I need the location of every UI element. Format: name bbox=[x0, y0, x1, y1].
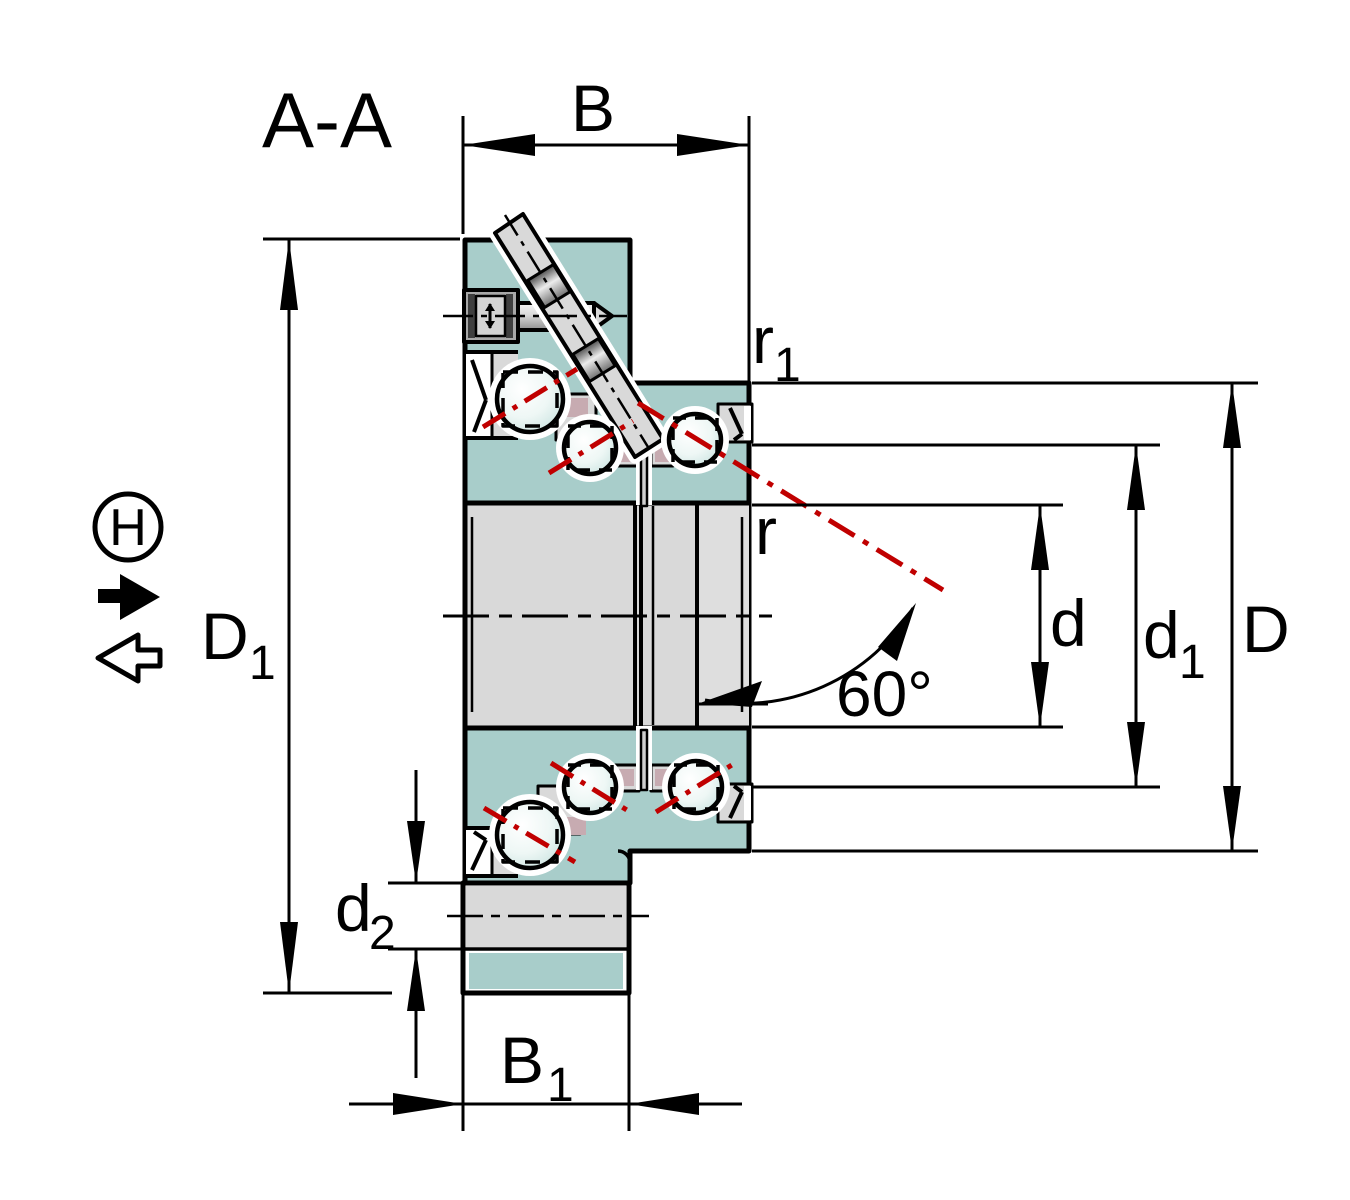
flange-hole-section bbox=[447, 880, 649, 996]
load-direction-symbol: H bbox=[92, 491, 164, 684]
outer-ring-bottom-section bbox=[462, 725, 754, 886]
h-symbol-label: H bbox=[109, 499, 147, 557]
dim-d-label: d bbox=[1050, 586, 1087, 660]
balls-bottom-row bbox=[489, 753, 730, 876]
contact-angle-label: 60° bbox=[836, 658, 933, 730]
arrow-right-solid-icon bbox=[98, 574, 160, 620]
dim-d1: d 1 bbox=[752, 443, 1206, 789]
dimensions: B D 1 d d 1 bbox=[201, 71, 1290, 1131]
lubrication-duct bbox=[488, 207, 670, 464]
dim-r-label: r bbox=[755, 494, 777, 568]
dim-D1-sub: 1 bbox=[249, 637, 276, 690]
dim-r1-sub: 1 bbox=[774, 339, 801, 392]
h-symbol-circle bbox=[92, 491, 164, 563]
dim-r1-label: r bbox=[752, 303, 774, 377]
dim-B1: B 1 bbox=[349, 995, 742, 1131]
dim-B1-sub: 1 bbox=[547, 1059, 574, 1112]
dim-B-label: B bbox=[571, 71, 615, 145]
outer-ring-top-section bbox=[443, 207, 754, 508]
fillet-mark-r1 bbox=[617, 849, 632, 864]
dim-D-label: D bbox=[1242, 592, 1290, 666]
dim-d2: d 2 bbox=[335, 770, 461, 1078]
dim-d1-label: d bbox=[1143, 598, 1180, 672]
dim-B: B bbox=[461, 71, 751, 381]
contact-angle-line bbox=[636, 400, 945, 593]
ball bbox=[667, 758, 725, 816]
dim-D1-label: D bbox=[201, 599, 249, 673]
bearing-geometry bbox=[443, 207, 772, 996]
contact-lines bbox=[481, 366, 945, 865]
arrow-left-outline-icon bbox=[95, 632, 163, 684]
dim-d1-sub: 1 bbox=[1179, 636, 1206, 689]
dim-D1: D 1 bbox=[201, 237, 460, 995]
dim-D: D bbox=[752, 381, 1290, 853]
ball bbox=[561, 758, 619, 816]
contact-angle-annotation: 60° bbox=[481, 366, 945, 865]
dim-d2-label: d bbox=[335, 871, 372, 945]
dim-B1-label: B bbox=[500, 1023, 544, 1097]
ball bbox=[561, 419, 619, 477]
dim-d2-sub: 2 bbox=[369, 907, 396, 960]
dim-d: d bbox=[752, 503, 1087, 729]
section-label: A-A bbox=[262, 76, 392, 164]
